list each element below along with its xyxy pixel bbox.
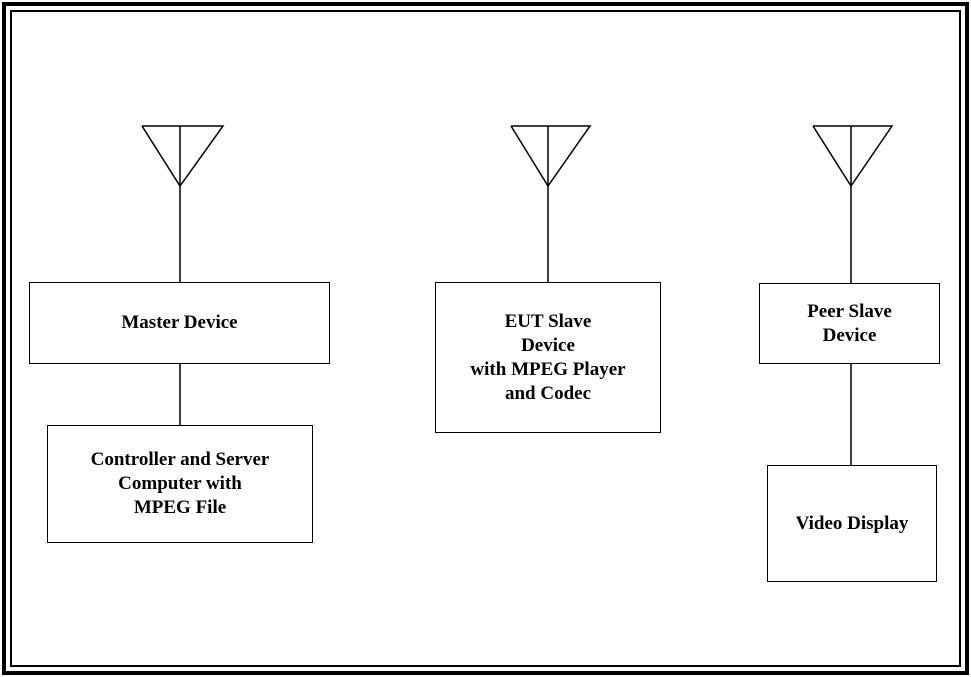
diagram-inner-border — [10, 10, 961, 667]
controller-server-label: Controller and Server Computer with MPEG… — [90, 449, 270, 518]
antenna-icon — [812, 125, 894, 188]
video-display-label: Video Display — [795, 512, 909, 534]
eut-slave-device-box: EUT Slave Device with MPEG Player and Co… — [435, 282, 661, 433]
video-display-box: Video Display — [767, 465, 937, 582]
antenna-icon — [141, 125, 225, 188]
master-device-box: Master Device — [29, 282, 330, 364]
peer-slave-device-label: Peer Slave Device — [807, 300, 892, 346]
antenna-icon — [510, 125, 592, 188]
controller-server-box: Controller and Server Computer with MPEG… — [47, 425, 313, 543]
master-device-label: Master Device — [121, 312, 238, 333]
peer-slave-device-box: Peer Slave Device — [759, 283, 940, 364]
eut-slave-device-label: EUT Slave Device with MPEG Player and Co… — [470, 310, 626, 404]
